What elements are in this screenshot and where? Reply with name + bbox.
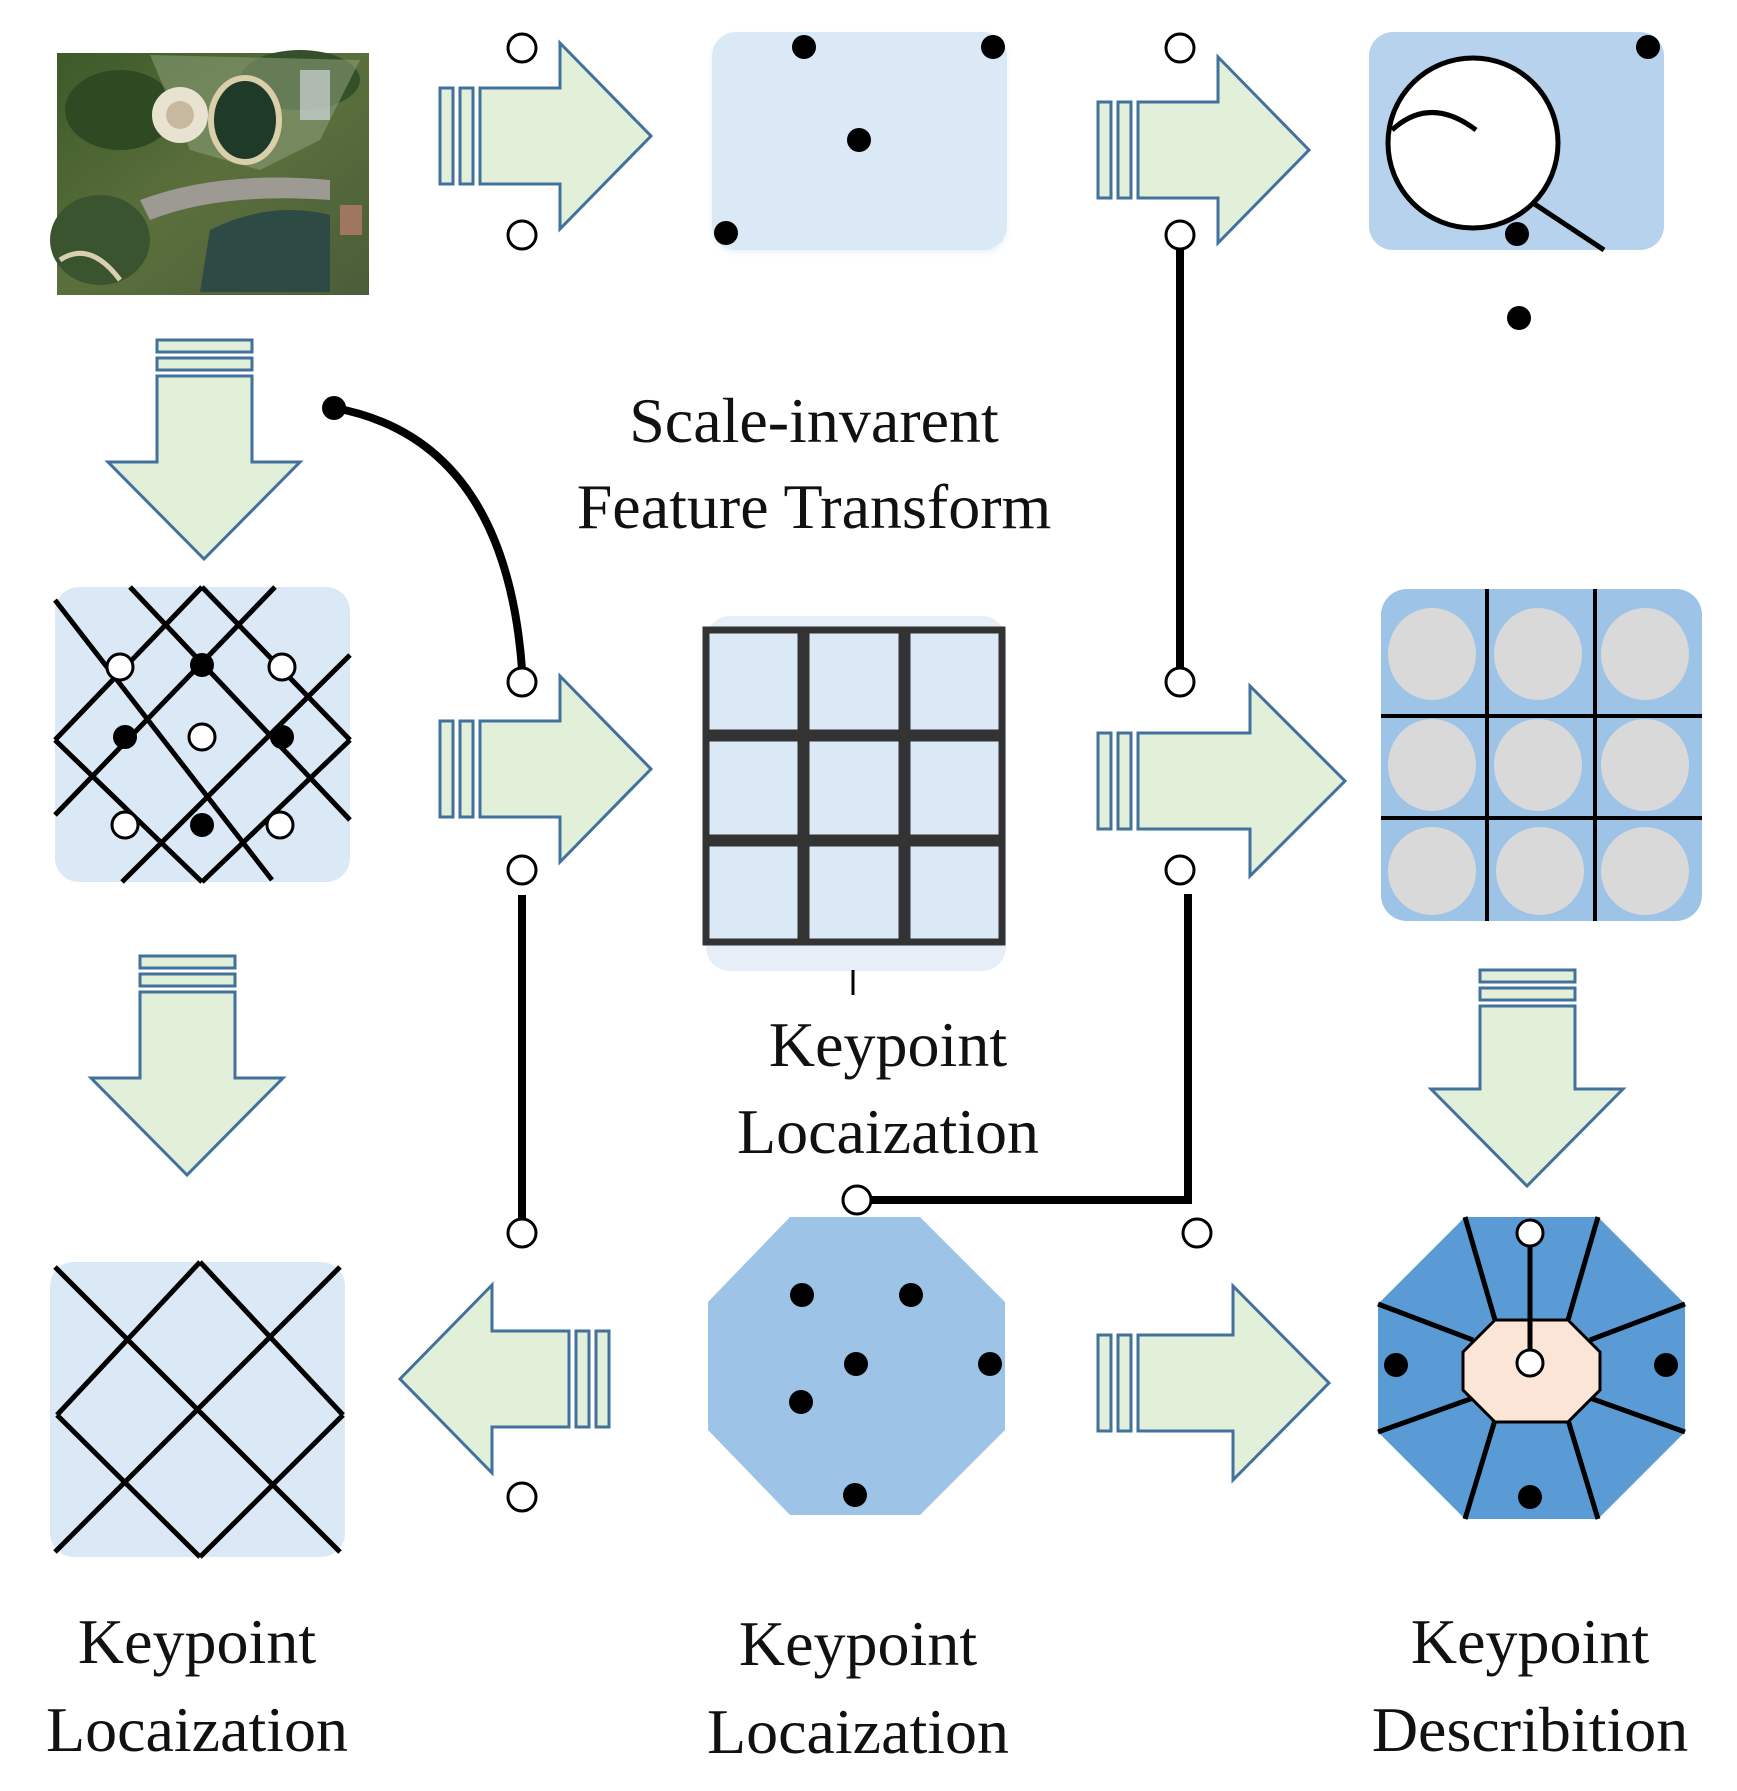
aerial-photo-icon — [50, 50, 369, 295]
arrow-down-left-1 — [104, 338, 304, 562]
keypoint-dot — [1505, 222, 1529, 246]
keypoint-dot — [1507, 306, 1531, 330]
magnifier-icon — [1385, 55, 1606, 253]
octagon-descriptor-panel — [1377, 1216, 1686, 1520]
keypoint-dot — [978, 1352, 1002, 1376]
bottom-left-label-line-1: Keypoint — [78, 1606, 316, 1677]
curved-connector — [334, 404, 526, 670]
node-circle — [105, 652, 135, 682]
keypoint-dot — [714, 221, 738, 245]
title-line-2: Feature Transform — [577, 471, 1052, 542]
grid-panel — [702, 616, 1006, 995]
node-circle — [265, 810, 295, 840]
handle-circle — [506, 219, 538, 251]
handle-circle — [506, 32, 538, 64]
keypoint-dot — [190, 653, 214, 677]
center-label-line-1: Keypoint — [769, 1009, 1007, 1080]
keypoint-dot — [1654, 1353, 1678, 1377]
keypoint-dot — [190, 813, 214, 837]
node-circle — [1515, 1218, 1545, 1248]
keypoint-dot — [792, 35, 816, 59]
handle-circle — [1181, 1217, 1213, 1249]
octagon-keypoint-panel — [708, 1217, 1005, 1515]
arrow-right-bottom — [1096, 1282, 1332, 1484]
circle-grid-panel — [1381, 589, 1702, 921]
node-circle — [267, 652, 297, 682]
bottom-center-label: Keypoint Locaization — [707, 1608, 1009, 1767]
handle-circle — [506, 666, 538, 698]
node-circle — [110, 810, 140, 840]
arrow-left-bottom — [397, 1281, 611, 1477]
keypoint-dot — [270, 725, 294, 749]
keypoint-dot — [790, 1283, 814, 1307]
magnifier-panel — [1369, 32, 1664, 330]
center-keypoint-label: Keypoint Locaization — [737, 1009, 1039, 1167]
keypoint-dot — [113, 725, 137, 749]
keypoint-dot — [844, 1352, 868, 1376]
center-label-line-2: Locaization — [737, 1096, 1039, 1167]
bottom-right-label-line-2: Describition — [1372, 1694, 1688, 1765]
arrow-right-top-1 — [438, 39, 654, 233]
connector-end-dot — [322, 396, 346, 420]
arrow-down-left-2 — [87, 954, 287, 1178]
handle-circle — [506, 854, 538, 886]
connector-lines — [334, 237, 1192, 1218]
node-circle — [187, 722, 217, 752]
bottom-left-label: Keypoint Locaization — [46, 1606, 348, 1765]
diamond-grid-panel — [50, 1260, 345, 1559]
arrow-right-middle-2 — [1096, 682, 1348, 880]
handle-circle — [1164, 32, 1196, 64]
arrow-down-right — [1427, 968, 1627, 1189]
bottom-center-label-line-1: Keypoint — [739, 1608, 977, 1679]
keypoint-scatter-panel — [712, 32, 1007, 253]
elbow-connector — [857, 894, 1192, 1204]
handle-circle — [1164, 666, 1196, 698]
bottom-left-label-line-2: Locaization — [46, 1694, 348, 1765]
keypoint-dot — [1384, 1353, 1408, 1377]
handle-circle — [1164, 854, 1196, 886]
keypoint-dot — [843, 1483, 867, 1507]
handle-circle — [506, 1481, 538, 1513]
bottom-right-label-line-1: Keypoint — [1411, 1606, 1649, 1677]
title: Scale-invarent Feature Transform — [577, 385, 1052, 542]
keypoint-dot — [1636, 35, 1660, 59]
keypoint-dot — [789, 1390, 813, 1414]
handle-circle — [506, 1217, 538, 1249]
keypoint-dot — [899, 1283, 923, 1307]
keypoint-dot — [981, 35, 1005, 59]
handle-circle — [841, 1184, 873, 1216]
keypoint-dot — [1518, 1485, 1542, 1509]
node-circle — [1515, 1348, 1545, 1378]
bottom-right-label: Keypoint Describition — [1372, 1606, 1688, 1765]
arrow-right-middle-1 — [438, 672, 654, 866]
keypoint-dot — [847, 128, 871, 152]
bottom-center-label-line-2: Locaization — [707, 1696, 1009, 1767]
handle-circle — [1164, 219, 1196, 251]
arrow-right-top-2 — [1096, 53, 1312, 247]
diamond-lattice-panel — [53, 585, 352, 884]
title-line-1: Scale-invarent — [629, 385, 999, 456]
